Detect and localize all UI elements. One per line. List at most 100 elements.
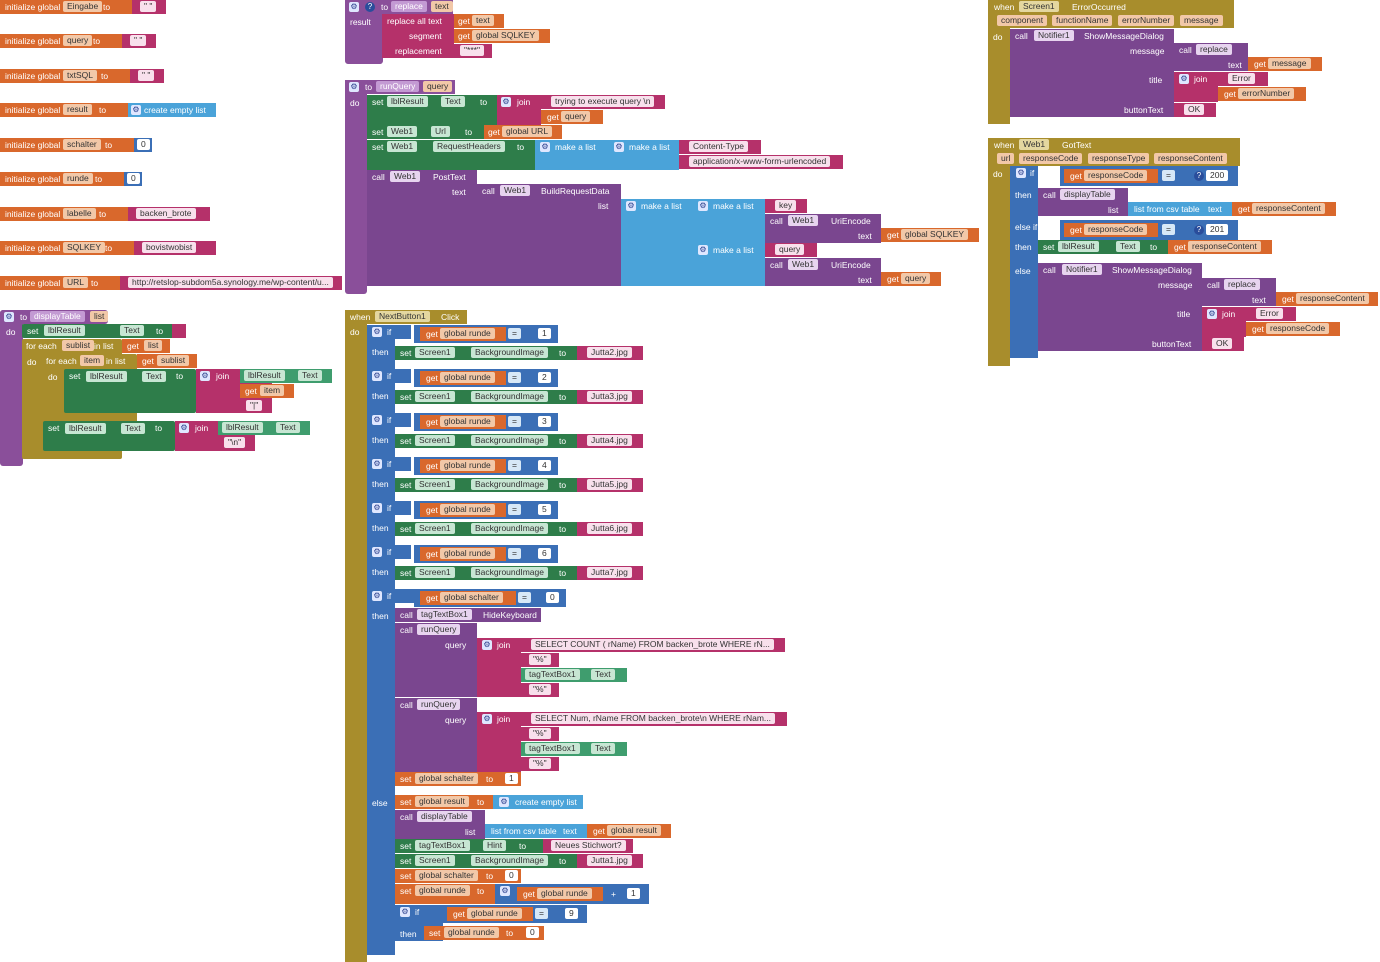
number-value[interactable]: 4 [538,460,551,471]
init-value[interactable]: backen_brote [128,207,210,221]
proc-name[interactable]: replace [391,1,427,12]
call-runquery-count[interactable]: call runQuery query [395,623,477,697]
value-text[interactable]: " " [130,35,147,46]
component-dropdown[interactable]: lblResult [244,370,285,381]
get-errornumber[interactable]: get errorNumber [1218,87,1306,101]
call-replace-gottext[interactable]: call replace text [1202,278,1276,306]
get-var[interactable]: global runde [440,416,495,427]
component-dropdown[interactable]: Screen1 [1019,1,1059,12]
replace-all-block[interactable]: replace all text segment replacement [382,14,454,58]
mutator-gear-icon[interactable]: ⚙ [614,142,624,152]
param[interactable]: url [997,153,1015,164]
error-header[interactable]: when Screen1 ErrorOccurred component fun… [988,0,1234,28]
get-var[interactable]: global runde [440,504,495,515]
get-runde[interactable]: get global runde [517,887,603,901]
string-value[interactable]: Jutta5.jpg [587,479,632,490]
init-value[interactable]: " " [130,69,164,83]
param-list[interactable]: list [90,311,109,322]
if-else-block[interactable] [367,325,395,955]
image-string-1[interactable]: Jutta2.jpg [577,346,643,360]
nextbutton-click-event[interactable] [345,310,367,962]
get-result[interactable]: get global result [587,824,671,838]
get-text[interactable]: get text [454,14,504,28]
runquery-procedure[interactable] [345,80,367,294]
get-responsecontent-3[interactable]: get responseContent [1276,292,1378,306]
string-value[interactable]: Jutta1.jpg [587,855,632,866]
compare-op[interactable]: = [535,908,548,919]
string-value[interactable]: Jutta6.jpg [587,523,632,534]
string-value[interactable]: SELECT Num, rName FROM backen_brote\n WH… [531,713,776,724]
string-value[interactable]: "%" [529,684,551,695]
number-value[interactable]: 3 [538,416,551,427]
set-runde-increment[interactable]: set global runde to [395,884,495,904]
mutator-gear-icon[interactable]: ⚙ [372,503,382,513]
call-notifier-gottext[interactable]: call Notifier1 ShowMessageDialog message… [1038,263,1202,351]
join-title-gottext[interactable]: ⚙ join [1202,307,1246,337]
sql-select-string[interactable]: SELECT Num, rName FROM backen_brote\n WH… [521,712,787,726]
get-var[interactable]: responseContent [1252,203,1325,214]
var-name[interactable]: URL [63,277,89,288]
mutator-gear-icon[interactable]: ⚙ [698,201,708,211]
string-value[interactable]: SELECT COUNT ( rName) FROM backen_brote … [531,639,774,650]
ok-string-2[interactable]: OK [1202,337,1244,351]
if-runde-nine[interactable]: ⚙ if then [395,905,443,941]
var-dropdown[interactable]: global runde [415,885,470,896]
compare-schalter[interactable]: get global schalter = 0 [414,589,566,607]
string-value[interactable]: key [775,200,797,211]
string-value[interactable]: OK [1212,338,1233,349]
value-text[interactable]: " " [138,70,155,81]
content-type-string[interactable]: Content-Type [679,140,761,154]
string-value[interactable]: "\n" [224,437,246,448]
key-string[interactable]: key [765,199,807,213]
make-a-list-key[interactable]: ⚙ make a list [693,199,765,243]
init-value[interactable]: http://retslop-subdom5a.synology.me/wp-c… [120,276,342,290]
call-buildrequestdata[interactable]: call Web1 BuildRequestData list [477,184,621,286]
param[interactable]: responseContent [1154,153,1227,164]
pct-string-4[interactable]: "%" [521,757,559,771]
var-name[interactable]: txtSQL [63,70,97,81]
mutator-gear-icon[interactable]: ⚙ [372,371,382,381]
property-dropdown[interactable]: BackgroundImage [471,391,548,402]
get-var[interactable]: responseCode [1266,323,1330,334]
string-value[interactable]: "%" [529,654,551,665]
join-block[interactable]: ⚙ join [497,95,541,125]
string-value[interactable]: Jutta7.jpg [587,567,632,578]
call-notifier-error[interactable]: call Notifier1 ShowMessageDialog message… [1010,29,1174,117]
compare-op[interactable]: = [508,504,521,515]
mutator-gear-icon[interactable]: ⚙ [499,797,509,807]
get-var[interactable]: sublist [157,355,190,366]
proc-dropdown[interactable]: replace [1196,44,1232,55]
get-var[interactable]: global runde [440,460,495,471]
init-value[interactable]: " " [132,0,166,14]
get-var[interactable]: text [472,15,494,26]
mutator-gear-icon[interactable]: ⚙ [372,459,382,469]
param-text[interactable]: text [431,1,453,12]
mutator-gear-icon[interactable]: ⚙ [540,142,550,152]
get-query-arg[interactable]: get query [881,272,941,286]
string-value[interactable]: Error [1228,73,1255,84]
call-hidekeyboard[interactable]: call tagTextBox1 HideKeyboard [395,608,541,622]
init-value[interactable]: 0 [134,138,152,152]
replace-header[interactable]: ⚙ ? to replace text [345,0,453,14]
image-string-4[interactable]: Jutta5.jpg [577,478,643,492]
string-value[interactable]: Jutta2.jpg [587,347,632,358]
string-value[interactable]: application/x-www-form-urlencoded [689,156,831,167]
mutator-gear-icon[interactable]: ⚙ [1016,168,1026,178]
image-string-2[interactable]: Jutta3.jpg [577,390,643,404]
set-schalter-zero[interactable]: set global schalter to 0 [395,869,521,883]
string-value[interactable]: "%" [529,728,551,739]
component-dropdown[interactable]: tagTextBox1 [525,669,580,680]
get-var[interactable]: query [561,111,591,122]
property-dropdown[interactable]: BackgroundImage [471,567,548,578]
string-value[interactable]: Content-Type [689,141,749,152]
get-var[interactable]: global runde [440,548,495,559]
value-text[interactable]: 0 [137,139,150,150]
mutator-gear-icon[interactable]: ⚙ [131,105,141,115]
loop-var[interactable]: item [80,355,105,366]
proc-dropdown[interactable]: runQuery [417,624,461,635]
join-select[interactable]: ⚙ join [477,712,521,772]
call-displaytable[interactable]: call displayTable list [395,810,485,840]
